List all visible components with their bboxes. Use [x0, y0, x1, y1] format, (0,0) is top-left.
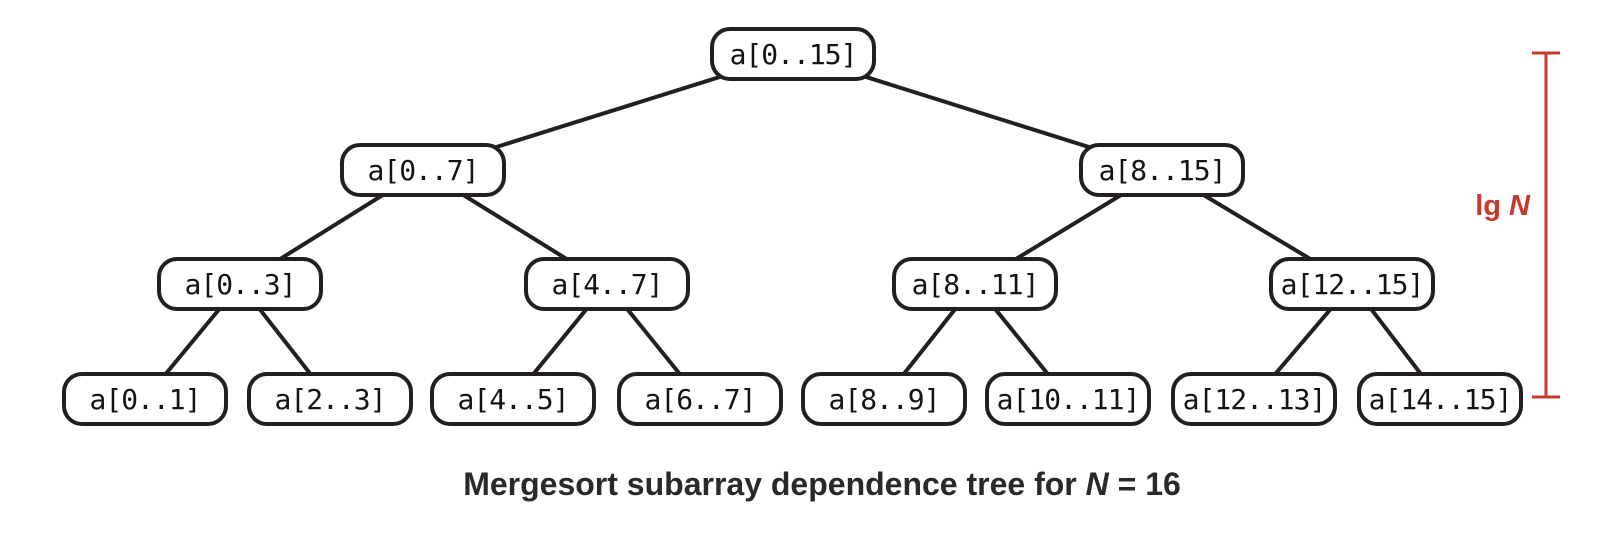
- node-label: a[14..15]: [1368, 382, 1513, 416]
- node-label: a[2..3]: [274, 382, 386, 416]
- node-a-0-15: a[0..15]: [710, 27, 876, 81]
- lg-n-bracket: [1532, 51, 1560, 399]
- tree-edges: [143, 52, 1442, 401]
- node-a-0-7: a[0..7]: [340, 143, 506, 197]
- node-a-8-9: a[8..9]: [801, 372, 967, 426]
- node-label: a[12..13]: [1182, 382, 1327, 416]
- node-label: a[4..7]: [551, 267, 663, 301]
- caption-prefix: Mergesort subarray dependence tree for: [463, 466, 1086, 502]
- node-label: a[0..7]: [367, 153, 479, 187]
- node-a-12-13: a[12..13]: [1171, 372, 1337, 426]
- node-a-0-3: a[0..3]: [157, 257, 323, 311]
- node-label: a[6..7]: [644, 382, 756, 416]
- node-label: a[12..15]: [1280, 267, 1425, 301]
- node-a-6-7: a[6..7]: [617, 372, 783, 426]
- node-a-10-11: a[10..11]: [985, 372, 1151, 426]
- node-a-0-1: a[0..1]: [62, 372, 228, 426]
- node-label: a[8..9]: [828, 382, 940, 416]
- lg-n-label-var: N: [1509, 190, 1530, 222]
- figure-caption: Mergesort subarray dependence tree for N…: [463, 466, 1181, 503]
- caption-var: N: [1085, 466, 1109, 502]
- node-a-4-7: a[4..7]: [524, 257, 690, 311]
- caption-suffix: = 16: [1108, 466, 1181, 502]
- lg-n-label: lg N: [1392, 190, 1530, 223]
- node-label: a[0..1]: [89, 382, 201, 416]
- node-label: a[4..5]: [457, 382, 569, 416]
- node-a-8-15: a[8..15]: [1079, 143, 1245, 197]
- node-label: a[0..3]: [184, 267, 296, 301]
- node-a-8-11: a[8..11]: [892, 257, 1058, 311]
- node-label: a[8..11]: [911, 267, 1040, 301]
- node-a-4-5: a[4..5]: [430, 372, 596, 426]
- node-a-12-15: a[12..15]: [1269, 257, 1435, 311]
- node-label: a[8..15]: [1098, 153, 1227, 187]
- node-label: a[0..15]: [729, 37, 858, 71]
- node-label: a[10..11]: [996, 382, 1141, 416]
- node-a-14-15: a[14..15]: [1357, 372, 1523, 426]
- node-a-2-3: a[2..3]: [247, 372, 413, 426]
- lg-n-label-prefix: lg: [1475, 190, 1510, 222]
